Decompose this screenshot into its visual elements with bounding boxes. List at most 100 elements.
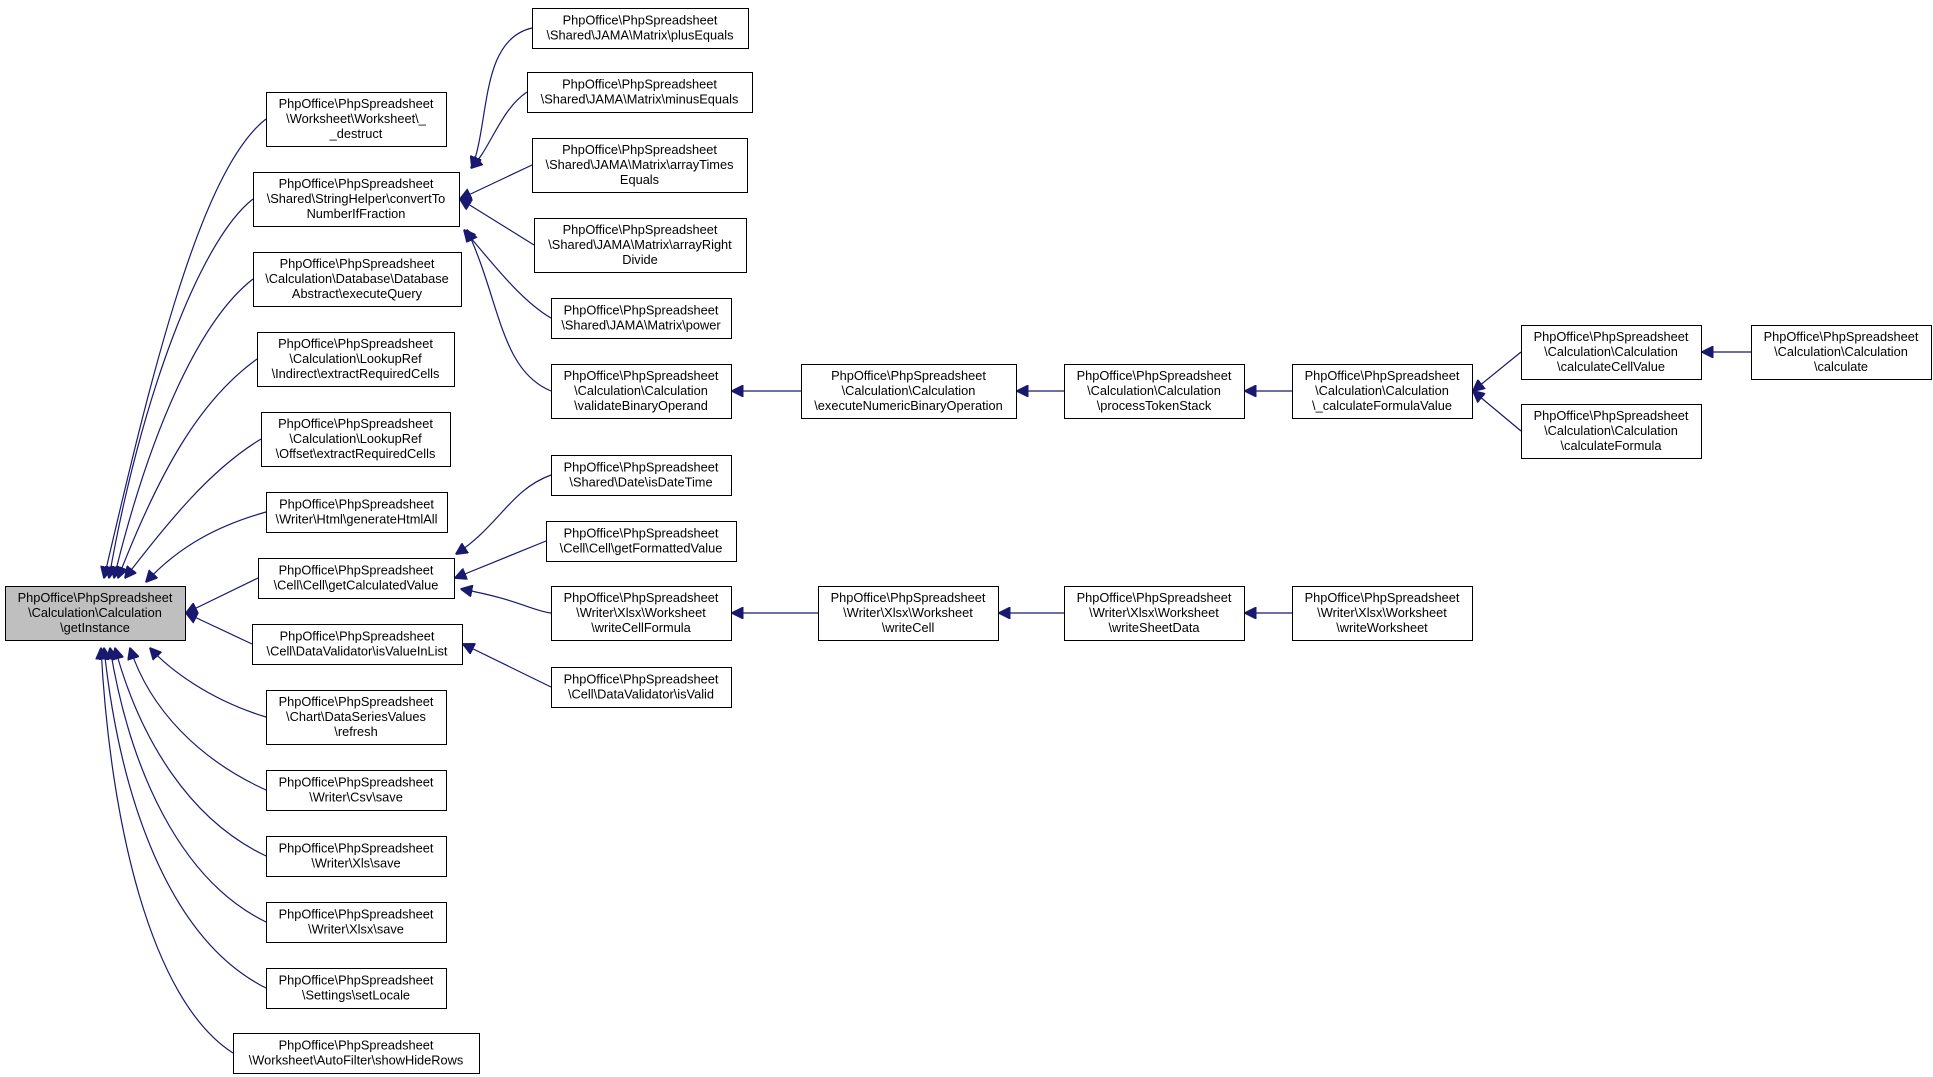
node-box bbox=[1292, 364, 1473, 419]
node-label-line: _destruct bbox=[329, 126, 383, 141]
node-box bbox=[801, 364, 1017, 419]
node-label-line: PhpOffice\PhpSpreadsheet bbox=[279, 907, 434, 922]
node-label-line: PhpOffice\PhpSpreadsheet bbox=[564, 672, 719, 687]
node-validate_binary[interactable]: PhpOffice\PhpSpreadsheet\Calculation\Cal… bbox=[551, 364, 732, 419]
node-convert_fraction[interactable]: PhpOffice\PhpSpreadsheet\Shared\StringHe… bbox=[253, 172, 460, 227]
node-validator_inlist[interactable]: PhpOffice\PhpSpreadsheet\Cell\DataValida… bbox=[252, 624, 463, 665]
node-calculate[interactable]: PhpOffice\PhpSpreadsheet\Calculation\Cal… bbox=[1751, 325, 1932, 380]
node-label-line: PhpOffice\PhpSpreadsheet bbox=[1077, 368, 1232, 383]
edge-minus_equals-to-convert_fraction bbox=[471, 91, 528, 168]
node-xlsx_save[interactable]: PhpOffice\PhpSpreadsheet\Writer\Xlsx\sav… bbox=[266, 902, 447, 943]
node-label-line: Abstract\executeQuery bbox=[292, 286, 423, 301]
node-offset_extract[interactable]: PhpOffice\PhpSpreadsheet\Calculation\Loo… bbox=[261, 412, 451, 467]
edge-ws_destruct-to-root bbox=[104, 118, 267, 578]
node-label-line: PhpOffice\PhpSpreadsheet bbox=[1764, 329, 1919, 344]
node-box bbox=[252, 624, 463, 665]
node-label-line: PhpOffice\PhpSpreadsheet bbox=[1305, 368, 1460, 383]
node-power[interactable]: PhpOffice\PhpSpreadsheet\Shared\JAMA\Mat… bbox=[551, 298, 732, 339]
node-label-line: \Writer\Html\generateHtmlAll bbox=[276, 512, 438, 527]
nodes-layer: PhpOffice\PhpSpreadsheet\Calculation\Cal… bbox=[5, 8, 1932, 1074]
edge-array_right-to-convert_fraction bbox=[460, 199, 535, 246]
node-calc_cell_value[interactable]: PhpOffice\PhpSpreadsheet\Calculation\Cal… bbox=[1521, 325, 1702, 380]
edge-convert_fraction-to-root bbox=[109, 198, 254, 578]
node-label-line: PhpOffice\PhpSpreadsheet bbox=[279, 563, 434, 578]
edge-html_generate-to-root bbox=[146, 511, 267, 582]
node-label-line: \Calculation\LookupRef bbox=[289, 431, 422, 446]
node-box bbox=[818, 586, 999, 641]
node-show_hide_rows[interactable]: PhpOffice\PhpSpreadsheet\Worksheet\AutoF… bbox=[233, 1033, 480, 1074]
node-label-line: \writeCell bbox=[882, 620, 935, 635]
node-calc_formula[interactable]: PhpOffice\PhpSpreadsheet\Calculation\Cal… bbox=[1521, 404, 1702, 459]
node-set_locale[interactable]: PhpOffice\PhpSpreadsheet\Settings\setLoc… bbox=[266, 968, 447, 1009]
node-label-line: PhpOffice\PhpSpreadsheet bbox=[1077, 590, 1232, 605]
node-process_token[interactable]: PhpOffice\PhpSpreadsheet\Calculation\Cal… bbox=[1064, 364, 1245, 419]
edge-xlsx_save-to-root bbox=[110, 648, 267, 923]
node-label-line: PhpOffice\PhpSpreadsheet bbox=[280, 629, 435, 644]
node-label-line: \Writer\Xlsx\Worksheet bbox=[1317, 605, 1447, 620]
node-label-line: PhpOffice\PhpSpreadsheet bbox=[564, 368, 719, 383]
node-box bbox=[1751, 325, 1932, 380]
node-calc_formula_value[interactable]: PhpOffice\PhpSpreadsheet\Calculation\Cal… bbox=[1292, 364, 1473, 419]
node-write_sheet_data[interactable]: PhpOffice\PhpSpreadsheet\Writer\Xlsx\Wor… bbox=[1064, 586, 1245, 641]
node-label-line: PhpOffice\PhpSpreadsheet bbox=[280, 256, 435, 271]
edge-set_locale-to-root bbox=[104, 648, 267, 989]
node-exec_numeric[interactable]: PhpOffice\PhpSpreadsheet\Calculation\Cal… bbox=[801, 364, 1017, 419]
node-label-line: \processTokenStack bbox=[1097, 398, 1212, 413]
node-label-line: PhpOffice\PhpSpreadsheet bbox=[1534, 329, 1689, 344]
node-indirect_extract[interactable]: PhpOffice\PhpSpreadsheet\Calculation\Loo… bbox=[257, 332, 455, 387]
edge-formatted_value-to-cell_calculated bbox=[455, 540, 547, 578]
node-label-line: PhpOffice\PhpSpreadsheet bbox=[564, 590, 719, 605]
node-label-line: \calculate bbox=[1814, 359, 1868, 374]
node-label-line: \Shared\JAMA\Matrix\power bbox=[561, 318, 721, 333]
node-ws_destruct[interactable]: PhpOffice\PhpSpreadsheet\Worksheet\Works… bbox=[266, 92, 447, 147]
edge-validate_binary-to-convert_fraction bbox=[467, 230, 552, 392]
node-label-line: PhpOffice\PhpSpreadsheet bbox=[278, 336, 433, 351]
node-label-line: \Shared\JAMA\Matrix\arrayRight bbox=[548, 237, 732, 252]
node-is_datetime[interactable]: PhpOffice\PhpSpreadsheet\Shared\Date\isD… bbox=[551, 455, 732, 496]
node-label-line: \Offset\extractRequiredCells bbox=[276, 446, 436, 461]
node-html_generate[interactable]: PhpOffice\PhpSpreadsheet\Writer\Html\gen… bbox=[266, 492, 448, 533]
node-write_cell_formula[interactable]: PhpOffice\PhpSpreadsheet\Writer\Xlsx\Wor… bbox=[551, 586, 732, 641]
node-plus_equals[interactable]: PhpOffice\PhpSpreadsheet\Shared\JAMA\Mat… bbox=[532, 8, 749, 49]
edge-offset_extract-to-root bbox=[125, 438, 262, 578]
node-validator_isvalid[interactable]: PhpOffice\PhpSpreadsheet\Cell\DataValida… bbox=[551, 667, 732, 708]
node-label-line: \Indirect\extractRequiredCells bbox=[272, 366, 440, 381]
node-label-line: \Shared\JAMA\Matrix\arrayTimes bbox=[546, 157, 734, 172]
node-label-line: PhpOffice\PhpSpreadsheet bbox=[564, 526, 719, 541]
node-label-line: \writeSheetData bbox=[1108, 620, 1200, 635]
edge-xls_save-to-root bbox=[115, 648, 267, 857]
node-cell_calculated[interactable]: PhpOffice\PhpSpreadsheet\Cell\Cell\getCa… bbox=[258, 558, 455, 599]
node-label-line: \Writer\Csv\save bbox=[309, 790, 403, 805]
node-chart_refresh[interactable]: PhpOffice\PhpSpreadsheet\Chart\DataSerie… bbox=[266, 690, 447, 745]
node-label-line: \Shared\StringHelper\convertTo bbox=[267, 191, 446, 206]
node-label-line: PhpOffice\PhpSpreadsheet bbox=[563, 222, 718, 237]
node-label-line: \calculateFormula bbox=[1561, 438, 1663, 453]
node-array_right[interactable]: PhpOffice\PhpSpreadsheet\Shared\JAMA\Mat… bbox=[534, 218, 747, 273]
node-write_cell[interactable]: PhpOffice\PhpSpreadsheet\Writer\Xlsx\Wor… bbox=[818, 586, 999, 641]
node-write_worksheet[interactable]: PhpOffice\PhpSpreadsheet\Writer\Xlsx\Wor… bbox=[1292, 586, 1473, 641]
node-formatted_value[interactable]: PhpOffice\PhpSpreadsheet\Cell\Cell\getFo… bbox=[546, 521, 737, 562]
node-label-line: \Shared\Date\isDateTime bbox=[569, 475, 712, 490]
edge-validator_isvalid-to-validator_inlist bbox=[463, 644, 552, 688]
node-csv_save[interactable]: PhpOffice\PhpSpreadsheet\Writer\Csv\save bbox=[266, 770, 447, 811]
node-label-line: \Cell\DataValidator\isValueInList bbox=[267, 644, 448, 659]
node-root: PhpOffice\PhpSpreadsheet\Calculation\Cal… bbox=[5, 586, 186, 641]
node-label-line: \Worksheet\Worksheet\_ bbox=[286, 111, 427, 126]
node-box bbox=[266, 902, 447, 943]
node-label-line: \Calculation\Calculation bbox=[1544, 344, 1678, 359]
node-label-line: PhpOffice\PhpSpreadsheet bbox=[279, 973, 434, 988]
node-minus_equals[interactable]: PhpOffice\PhpSpreadsheet\Shared\JAMA\Mat… bbox=[527, 72, 753, 113]
edge-chart_refresh-to-root bbox=[150, 648, 267, 718]
node-label-line: \Calculation\Calculation bbox=[1087, 383, 1221, 398]
node-label-line: \Cell\DataValidator\isValid bbox=[568, 687, 714, 702]
node-label-line: \Calculation\Calculation bbox=[574, 383, 708, 398]
node-box bbox=[1521, 325, 1702, 380]
node-box bbox=[258, 558, 455, 599]
node-box bbox=[534, 218, 747, 273]
node-label-line: \Calculation\Calculation bbox=[1544, 423, 1678, 438]
node-label-line: \Calculation\Calculation bbox=[842, 383, 976, 398]
node-array_times[interactable]: PhpOffice\PhpSpreadsheet\Shared\JAMA\Mat… bbox=[532, 138, 748, 193]
node-db_execute_query[interactable]: PhpOffice\PhpSpreadsheet\Calculation\Dat… bbox=[253, 252, 462, 307]
node-xls_save[interactable]: PhpOffice\PhpSpreadsheet\Writer\Xls\save bbox=[266, 836, 447, 877]
